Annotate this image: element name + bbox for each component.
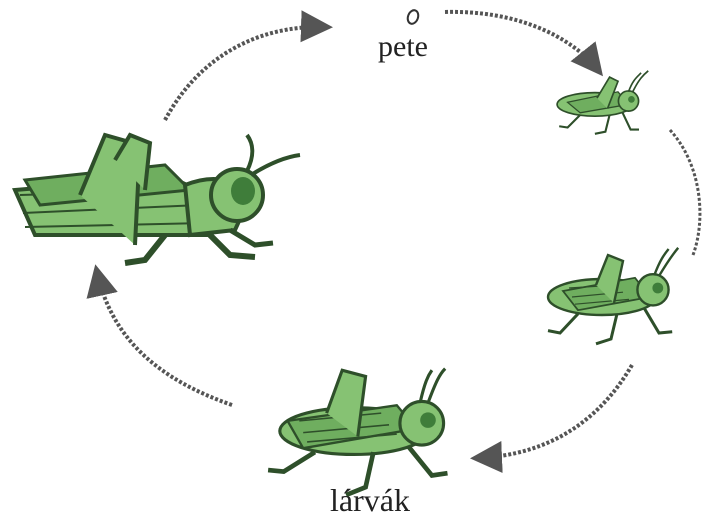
medium-nymph-icon xyxy=(548,248,678,344)
arrow-nymph-to-nymph xyxy=(670,130,700,255)
small-nymph-icon xyxy=(557,71,648,134)
large-nymph-icon xyxy=(268,369,447,495)
arrow-adult-to-egg xyxy=(165,27,325,120)
larvae-label: lárvák xyxy=(330,482,410,519)
arrow-larvae-to-adult xyxy=(97,272,232,405)
egg-icon xyxy=(406,9,420,26)
arrow-egg-to-nymph xyxy=(445,12,598,70)
adult-grasshopper-icon xyxy=(15,135,300,263)
egg-label: pete xyxy=(378,30,428,64)
arrow-nymph-to-larvae xyxy=(478,365,632,458)
